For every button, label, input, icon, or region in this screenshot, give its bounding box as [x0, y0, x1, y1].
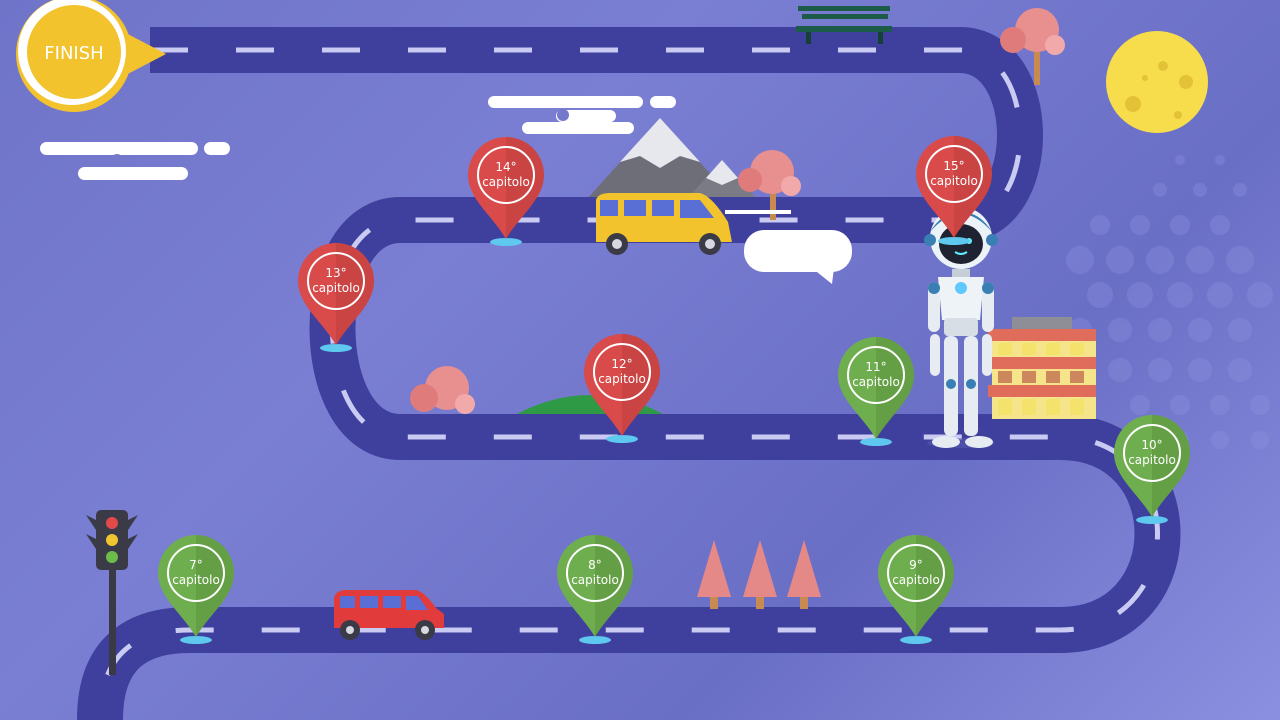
cloud-icon — [40, 96, 676, 180]
chapter-pin-7[interactable]: 7°capitolo — [158, 535, 234, 644]
chapter-pin-11[interactable]: 11°capitolo — [838, 337, 914, 446]
chapter-word: capitolo — [930, 174, 978, 188]
tree-icon — [1000, 8, 1065, 85]
chapter-pin-9[interactable]: 9°capitolo — [878, 535, 954, 644]
chapter-pin-8[interactable]: 8°capitolo — [557, 534, 633, 644]
road — [77, 27, 1181, 720]
chapter-number: 12° — [611, 357, 632, 371]
pine-tree-icon — [697, 540, 821, 609]
finish-label: FINISH — [44, 43, 103, 64]
chapter-pins: 7°capitolo8°capitolo9°capitolo10°capitol… — [158, 136, 1190, 644]
bokeh-dots — [1066, 155, 1273, 449]
chapter-word: capitolo — [172, 573, 220, 587]
tree-icon — [738, 150, 801, 220]
traffic-light-icon — [86, 510, 138, 675]
chapter-number: 9° — [909, 558, 923, 572]
chapter-number: 11° — [865, 360, 886, 374]
chapter-word: capitolo — [892, 573, 940, 587]
chapter-pin-14[interactable]: 14°capitolo — [468, 137, 544, 246]
chapter-pin-13[interactable]: 13°capitolo — [297, 242, 375, 352]
chapter-pin-10[interactable]: 10°capitolo — [1114, 415, 1190, 524]
chapter-word: capitolo — [852, 375, 900, 389]
robot-icon — [924, 207, 998, 448]
red-car-icon — [334, 590, 444, 640]
chapter-word: capitolo — [571, 573, 619, 587]
tree-icon — [410, 366, 475, 414]
chapter-number: 8° — [588, 558, 602, 572]
building-icon — [988, 317, 1096, 419]
chapter-number: 10° — [1141, 438, 1162, 452]
chapter-word: capitolo — [312, 281, 360, 295]
bench-icon — [796, 6, 892, 44]
chapter-number: 14° — [495, 160, 516, 174]
speech-bubble — [744, 230, 852, 284]
chapter-word: capitolo — [482, 175, 530, 189]
finish-badge[interactable]: FINISH — [16, 0, 166, 112]
chapter-word: capitolo — [1128, 453, 1176, 467]
moon-icon — [1106, 31, 1208, 133]
chapter-pin-12[interactable]: 12°capitolo — [584, 334, 660, 443]
chapter-number: 13° — [325, 266, 346, 280]
chapter-number: 7° — [189, 558, 203, 572]
chapter-pin-15[interactable]: 15°capitolo — [916, 136, 992, 245]
yellow-van-icon — [596, 193, 791, 255]
chapter-number: 15° — [943, 159, 964, 173]
chapter-word: capitolo — [598, 372, 646, 386]
